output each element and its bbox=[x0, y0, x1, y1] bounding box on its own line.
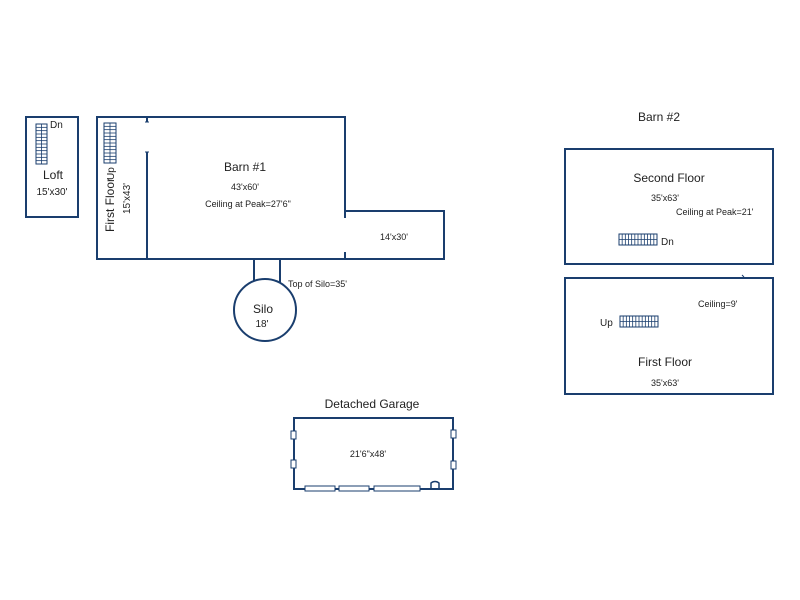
barn2-title: Barn #2 bbox=[638, 110, 680, 124]
annex-room: 14'x30' bbox=[343, 210, 445, 260]
barn1-ceiling: Ceiling at Peak=27'6" bbox=[205, 199, 291, 209]
barn2-second-floor-ceiling: Ceiling at Peak=21' bbox=[676, 207, 754, 217]
barn2-second-floor-size: 35'x63' bbox=[651, 193, 679, 203]
first-floor-stairs-icon bbox=[103, 122, 117, 164]
garage-window-icon bbox=[450, 460, 457, 470]
first-floor-name: First Floor bbox=[103, 178, 117, 232]
barn1-name: Barn #1 bbox=[224, 160, 266, 174]
barn2-first-floor: Ceiling=9' Up First Floor 35'x63' bbox=[564, 277, 774, 395]
barn2-first-floor-name: First Floor bbox=[638, 355, 692, 369]
silo-name: Silo bbox=[253, 302, 273, 316]
loft-name: Loft bbox=[43, 168, 64, 182]
first-floor-stair-label: Up bbox=[106, 167, 117, 180]
annex-size: 14'x30' bbox=[380, 232, 408, 242]
loft-room: Dn Loft 15'x30' bbox=[25, 116, 79, 218]
barn2-first-floor-ceiling: Ceiling=9' bbox=[698, 299, 738, 309]
loft-stair-label: Dn bbox=[50, 120, 63, 131]
garage-window-icon bbox=[450, 429, 457, 439]
garage-title: Detached Garage bbox=[325, 397, 420, 411]
first-floor-room: First Floor Up 15'x43' bbox=[96, 116, 148, 260]
garage-window-icon bbox=[290, 430, 297, 440]
first-floor-size: 15'x43' bbox=[122, 183, 133, 214]
barn2-second-floor: Second Floor 35'x63' Ceiling at Peak=21'… bbox=[564, 148, 774, 278]
barn2-second-floor-stair-label: Dn bbox=[661, 237, 674, 248]
barn1-room: Barn #1 43'x60' Ceiling at Peak=27'6" bbox=[145, 116, 346, 260]
barn2-first-floor-stairs-icon bbox=[619, 315, 659, 328]
barn2-second-floor-stairs-icon bbox=[618, 233, 658, 246]
barn2-first-floor-stair-label: Up bbox=[600, 318, 613, 329]
silo-size: 18' bbox=[255, 319, 268, 330]
detached-garage: Detached Garage 21'6"x48' bbox=[290, 397, 457, 492]
garage-size: 21'6"x48' bbox=[350, 449, 386, 459]
loft-stairs-icon bbox=[35, 123, 48, 165]
garage-window-icon bbox=[290, 459, 297, 469]
loft-size: 15'x30' bbox=[36, 187, 67, 198]
barn2-second-floor-name: Second Floor bbox=[633, 171, 704, 185]
silo: Silo 18' Top of Silo=35' bbox=[233, 259, 347, 342]
barn1-size: 43'x60' bbox=[231, 182, 259, 192]
barn2-first-floor-size: 35'x63' bbox=[651, 378, 679, 388]
silo-top-height: Top of Silo=35' bbox=[288, 279, 347, 289]
garage-doors-icon bbox=[304, 480, 440, 492]
